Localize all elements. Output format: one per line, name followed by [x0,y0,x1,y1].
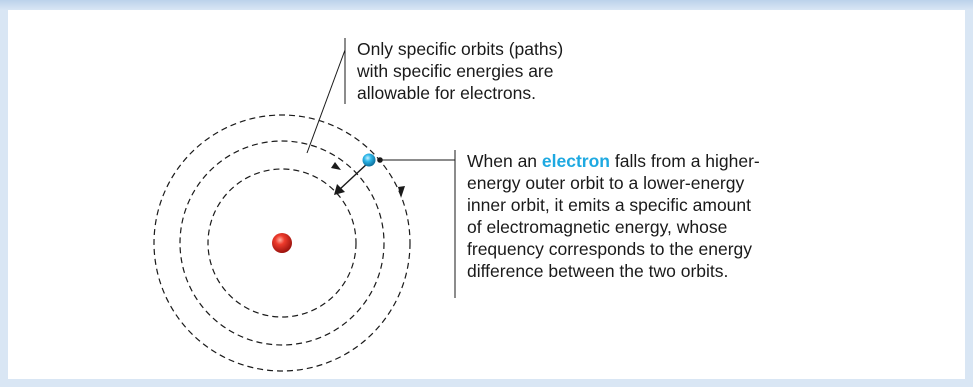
annotation-electron-transition: When an electron falls from a higher- en… [467,150,847,282]
annotation-orbits-line-2: with specific energies are [357,60,657,82]
annotation-orbits-line-1: Only specific orbits (paths) [357,38,657,60]
annotation-transition-prefix: When an [467,151,542,171]
annotation-transition-line-1: When an electron falls from a higher- [467,150,847,172]
annotation-transition-suffix: falls from a higher- [610,151,760,171]
annotation-transition-line-4: of electromagnetic energy, whose [467,216,847,238]
electron [363,154,376,167]
electron-term: electron [542,151,610,171]
nucleus [272,233,292,253]
annotation-transition-line-5: frequency corresponds to the energy [467,238,847,260]
leader-line-orbit [307,50,345,153]
annotation-transition-line-2: energy outer orbit to a lower-energy [467,172,847,194]
annotation-transition-line-6: difference between the two orbits. [467,260,847,282]
annotation-transition-line-3: inner orbit, it emits a specific amount [467,194,847,216]
annotation-orbits: Only specific orbits (paths) with specif… [357,38,657,104]
annotation-orbits-line-3: allowable for electrons. [357,82,657,104]
orbit-arrow-outer [331,162,341,170]
transition-arrow-shaft [339,162,369,190]
